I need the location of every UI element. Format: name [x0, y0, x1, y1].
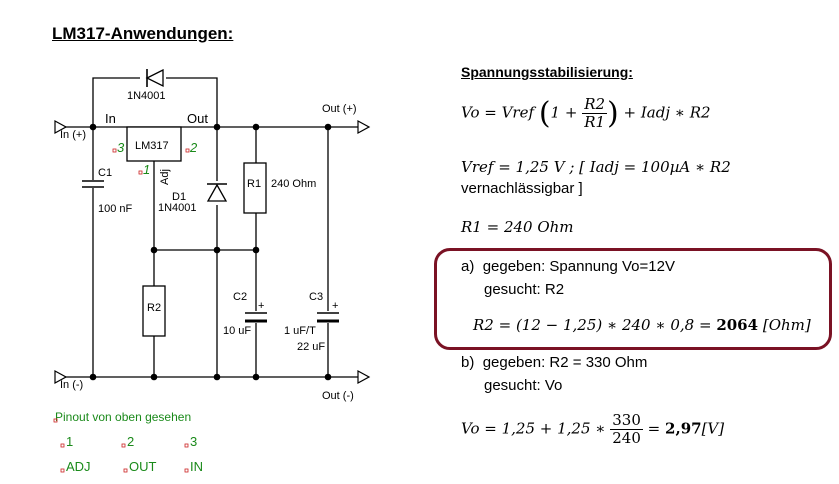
label-c3-value1: 1 uF/T [284, 325, 316, 337]
pin-marker [123, 468, 128, 473]
part-b-expression: Vo = 1,25 + 1,25 ∗ [461, 419, 606, 438]
formula-vref-cont: vernachlässigbar ] [461, 180, 583, 197]
formula-r1: R1 = 240 Ohm [461, 218, 574, 236]
part-b-sought: gesucht: Vo [484, 377, 563, 394]
pin-marker [185, 148, 190, 153]
formula-vo-lhs: Vo = Vref [461, 103, 535, 122]
diode-d1 [205, 181, 229, 205]
label-c1-name: C1 [98, 167, 112, 179]
part-a-given: gegeben: Spannung Vo=12V [482, 258, 675, 275]
paren-close: ) [607, 96, 619, 131]
pin-marker [53, 418, 58, 423]
fraction-numerator: 330 [610, 411, 643, 430]
part-b-unit: [V] [701, 419, 725, 438]
part-b-result: 2,97 [665, 419, 702, 438]
pinout-pin-name: ADJ [66, 459, 91, 474]
part-a-expression: R2 = (12 − 1,25) ∗ 240 ∗ 0,8 = [473, 316, 712, 334]
capacitor-c1 [82, 180, 104, 188]
label-d1-type: 1N4001 [158, 202, 197, 214]
resistor-r1 [243, 162, 267, 214]
label-r1-name: R1 [247, 178, 261, 190]
label-ic-in: In [105, 111, 116, 126]
fraction-numerator: R2 [582, 95, 608, 114]
part-b-equals: = [647, 419, 661, 438]
diode-top [140, 68, 166, 88]
label-d1-name: D1 [172, 191, 186, 203]
label-ic-out: Out [187, 111, 208, 126]
label-c2-plus: + [258, 300, 264, 312]
highlight-frame [434, 248, 832, 350]
pin-marker [184, 468, 189, 473]
pinout-pin-num: 1 [66, 434, 73, 449]
label-ic-adj: Adj [159, 169, 171, 185]
pin-label-out: 2 [189, 140, 198, 155]
out-minus-arrow [357, 369, 371, 385]
paren-open: ( [538, 96, 551, 131]
label-c3-name: C3 [309, 291, 323, 303]
formula-vo-rest: + Iadj ∗ R2 [623, 103, 711, 122]
part-a-formula: R2 = (12 − 1,25) ∗ 240 ∗ 0,8 = 2064 [Ohm… [473, 316, 811, 334]
in-plus-arrow [54, 119, 68, 135]
pin-marker [138, 170, 143, 175]
junction-dots [89, 123, 332, 381]
pin-marker [112, 148, 117, 153]
pin-label-adj: 1 [143, 162, 150, 177]
capacitor-c3 [316, 311, 340, 323]
label-out-minus: Out (-) [322, 390, 354, 402]
pinout-pin-name: OUT [129, 459, 157, 474]
label-out-plus: Out (+) [322, 103, 357, 115]
part-b-label: b) [461, 354, 475, 371]
pin-marker [184, 443, 189, 448]
label-in-minus: In (-) [60, 379, 83, 391]
part-a-label: a) [461, 258, 475, 275]
pinout-pin-num: 3 [190, 434, 197, 449]
lm317-ic [126, 126, 182, 162]
pinout-pins: 1 2 3 ADJ OUT IN [66, 434, 203, 474]
page-title: LM317-Anwendungen: [52, 24, 234, 43]
label-c3-plus: + [332, 300, 338, 312]
part-b-given: gegeben: R2 = 330 Ohm [482, 354, 648, 371]
formula-vref-main: Vref = 1,25 V [461, 158, 565, 176]
pin-marker [60, 443, 65, 448]
label-c2-name: C2 [233, 291, 247, 303]
part-b-given-line: b) gegeben: R2 = 330 Ohm [461, 354, 647, 371]
label-ic-name: LM317 [135, 140, 169, 152]
resistor-r2 [142, 285, 166, 337]
label-diode-top: 1N4001 [127, 90, 166, 102]
fraction-denominator: R1 [584, 113, 606, 131]
pinout-title: Pinout von oben gesehen [55, 410, 191, 424]
label-in-plus: In (+) [60, 129, 86, 141]
pinout-pin-name: IN [190, 459, 203, 474]
in-minus-arrow [54, 369, 68, 385]
formula-vref-note: ; [ Iadj = 100µA ∗ R2 [564, 158, 731, 176]
formula-vref: Vref = 1,25 V ; [ Iadj = 100µA ∗ R2 [461, 157, 731, 176]
label-c3-value2: 22 uF [297, 341, 325, 353]
part-a-given-line: a) gegeben: Spannung Vo=12V [461, 258, 675, 275]
pin-marker [60, 468, 65, 473]
label-c2-value: 10 uF [223, 325, 251, 337]
formula-vo-open: 1 + [550, 103, 578, 122]
label-r2-name: R2 [147, 302, 161, 314]
part-a-result: 2064 [716, 316, 759, 334]
fraction-denominator: 240 [612, 429, 641, 447]
pin-label-in: 3 [117, 140, 125, 155]
pinout-pin-num: 2 [127, 434, 134, 449]
section-title: Spannungsstabilisierung: [461, 64, 633, 80]
part-a-sought: gesucht: R2 [484, 281, 565, 298]
pin-marker [121, 443, 126, 448]
label-r1-value: 240 Ohm [271, 178, 316, 190]
out-plus-arrow [357, 119, 371, 135]
label-c1-value: 100 nF [98, 203, 133, 215]
part-a-unit: [Ohm] [762, 316, 811, 334]
lm317-circuit-diagram: In (+) In (-) Out (+) Out (-) 1N4001 In … [53, 68, 371, 474]
capacitor-c2 [244, 311, 268, 323]
